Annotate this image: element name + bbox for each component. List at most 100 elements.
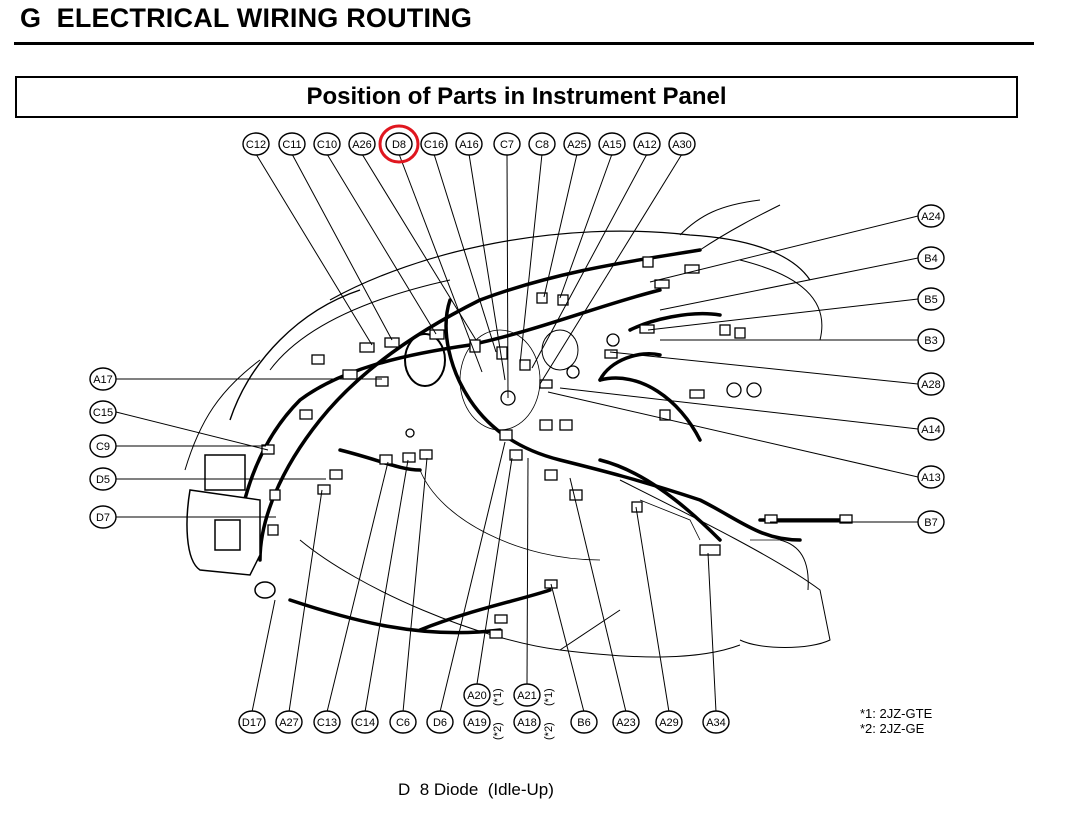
callout-circle: [917, 417, 945, 441]
part-caption: D 8 Diode (Idle-Up): [398, 780, 554, 799]
callout-label: A19: [467, 717, 487, 729]
callout-c15: C15: [89, 400, 117, 424]
callout-a18: A18: [513, 710, 541, 734]
callout-a26: A26: [348, 132, 376, 156]
callout-label: A26: [352, 139, 372, 151]
leader-lines: [115, 153, 919, 713]
callout-circle: [917, 465, 945, 489]
callout-a15: A15: [598, 132, 626, 156]
callout-c14: C14: [351, 710, 379, 734]
callout-label: A25: [567, 139, 587, 151]
junction-block: [186, 454, 276, 599]
callout-a21: A21: [513, 683, 541, 707]
callout-label: D6: [433, 717, 447, 729]
callout-c11: C11: [278, 132, 306, 156]
callout-c6: C6: [389, 710, 417, 734]
callout-label: D8: [392, 139, 406, 151]
callout-circle: [89, 400, 117, 424]
variant-mark-2-a18: (*2): [543, 722, 555, 740]
callout-label: C13: [317, 717, 337, 729]
callout-a20: A20: [463, 683, 491, 707]
callout-circle: [655, 710, 683, 734]
callout-circle: [633, 132, 661, 156]
callout-label: C8: [535, 139, 549, 151]
callout-a14: A14: [917, 417, 945, 441]
callout-a25: A25: [563, 132, 591, 156]
callout-label: D5: [96, 474, 110, 486]
section-title: G ELECTRICAL WIRING ROUTING: [20, 3, 473, 33]
callout-label: C9: [96, 441, 110, 453]
callout-circle: [702, 710, 730, 734]
callout-circle: [385, 132, 413, 156]
callout-label: B6: [577, 717, 590, 729]
callout-circle: [420, 132, 448, 156]
callout-d17: D17: [238, 710, 266, 734]
callout-circle: [513, 683, 541, 707]
callout-a34: A34: [702, 710, 730, 734]
callout-circle: [563, 132, 591, 156]
callout-label: C10: [317, 139, 337, 151]
callout-circle: [917, 246, 945, 270]
callout-circle: [89, 434, 117, 458]
callout-circle: [668, 132, 696, 156]
variant-mark-1-a21: (*1): [543, 688, 555, 706]
callout-label: B7: [924, 517, 937, 529]
callout-a17: A17: [89, 367, 117, 391]
callout-label: A16: [459, 139, 479, 151]
callout-label: A17: [93, 374, 113, 386]
section-divider: [14, 42, 1034, 45]
callout-circle: [242, 132, 270, 156]
callout-circle: [389, 710, 417, 734]
callout-label: D7: [96, 512, 110, 524]
callout-circle: [612, 710, 640, 734]
callout-circle: [917, 328, 945, 352]
callout-label: C12: [246, 139, 266, 151]
callout-circle: [89, 505, 117, 529]
callout-c9: C9: [89, 434, 117, 458]
callout-c12: C12: [242, 132, 270, 156]
callout-a28: A28: [917, 372, 945, 396]
footnotes: *1: 2JZ-GTE *2: 2JZ-GE: [860, 706, 932, 736]
callout-b7: B7: [917, 510, 945, 534]
callout-circle: [598, 132, 626, 156]
callout-b3: B3: [917, 328, 945, 352]
callout-label: A12: [637, 139, 657, 151]
callout-a27: A27: [275, 710, 303, 734]
callout-a13: A13: [917, 465, 945, 489]
callout-label: C15: [93, 407, 113, 419]
callout-label: A30: [672, 139, 692, 151]
callout-label: A18: [517, 717, 537, 729]
callout-label: C16: [424, 139, 444, 151]
callout-label: A24: [921, 211, 941, 223]
callout-a19: A19: [463, 710, 491, 734]
callout-c8: C8: [528, 132, 556, 156]
callout-label: A20: [467, 690, 487, 702]
footnote-2: *2: 2JZ-GE: [860, 721, 925, 736]
callout-circle: [570, 710, 598, 734]
callout-group: C12 C11 C10 A26 D8 C16 A16 C7 C8 A25 A15 A12 A30A24B…: [89, 124, 945, 734]
callout-label: D17: [242, 717, 262, 729]
callout-label: A23: [616, 717, 636, 729]
connectors: [261, 256, 853, 639]
callout-label: A21: [517, 690, 537, 702]
callout-label: A27: [279, 717, 299, 729]
callout-circle: [348, 132, 376, 156]
variant-mark-2-a19: (*2): [492, 722, 504, 740]
callout-a30: A30: [668, 132, 696, 156]
callout-label: B3: [924, 335, 937, 347]
callout-circle: [313, 132, 341, 156]
callout-c7: C7: [493, 132, 521, 156]
variant-marks: (*1) (*2) (*1) (*2): [492, 688, 555, 740]
callout-label: A29: [659, 717, 679, 729]
callout-c16: C16: [420, 132, 448, 156]
callout-circle: [917, 372, 945, 396]
callout-circle: [917, 510, 945, 534]
wire-harness: [238, 248, 852, 635]
callout-circle: [455, 132, 483, 156]
callout-c13: C13: [313, 710, 341, 734]
callout-circle: [528, 132, 556, 156]
callout-b5: B5: [917, 287, 945, 311]
callout-label: B5: [924, 294, 937, 306]
callout-circle: [89, 367, 117, 391]
callout-label: C11: [282, 139, 301, 151]
